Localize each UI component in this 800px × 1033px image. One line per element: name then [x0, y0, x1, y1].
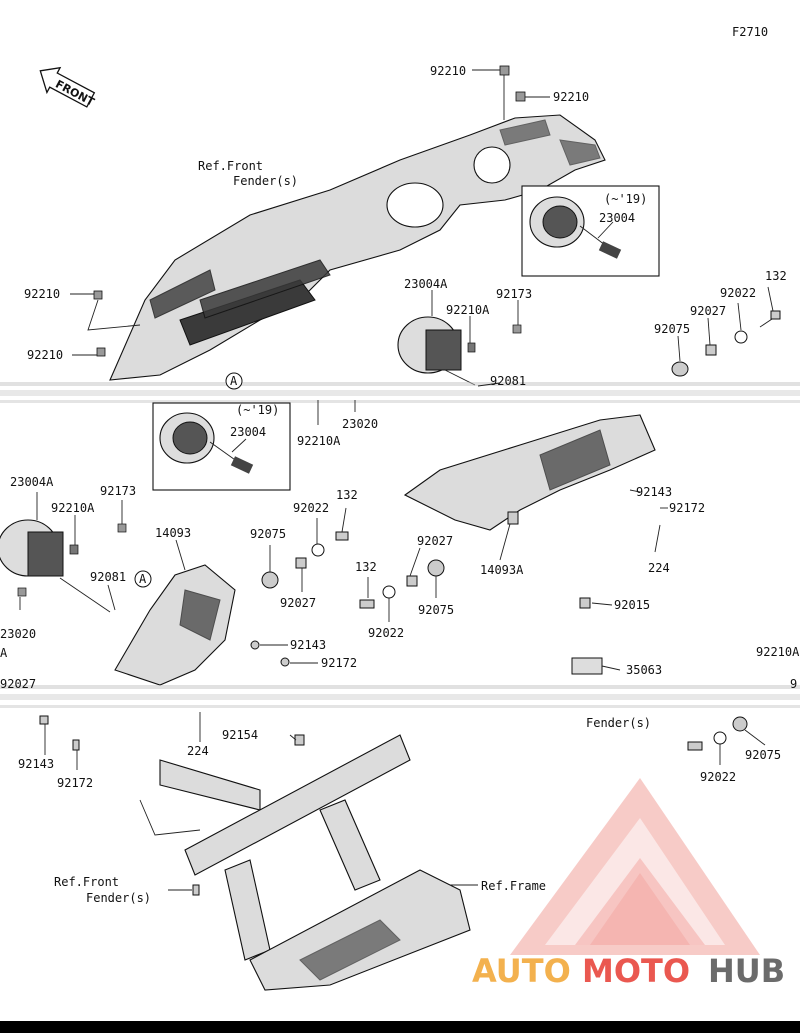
bracket-14093	[114, 564, 236, 686]
year-note-middle: (~'19)	[236, 403, 279, 417]
callout-A-left: A	[139, 572, 147, 586]
label-92022-mid: 92022	[293, 501, 329, 515]
label-92022-top: 92022	[720, 286, 756, 300]
figure-id: F2710	[732, 25, 768, 39]
label-92027-top: 92027	[690, 304, 726, 318]
watermark-auto: AUTO	[472, 952, 571, 990]
label-92154: 92154	[222, 728, 258, 742]
label-224-right: 224	[648, 561, 670, 575]
label-92081-top: 92081	[490, 374, 526, 388]
turn-signal-inset-top	[521, 185, 660, 277]
bottom-black-bar	[0, 1021, 800, 1033]
label-92172-left: 92172	[57, 776, 93, 790]
label-92210-d: 92210	[27, 348, 63, 362]
label-132-c: 132	[355, 560, 377, 574]
label-14093A: 14093A	[480, 563, 524, 577]
ref-front-fender-top-line2: Fender(s)	[233, 174, 298, 188]
watermark-moto: MOTO	[582, 952, 690, 990]
label-92172-mid: 92172	[321, 656, 357, 670]
turn-signal-lamp-left	[0, 519, 127, 613]
front-fender-assembly	[93, 65, 606, 381]
scan-noise-band-lower	[0, 685, 800, 708]
part-number-labels: 92210 92210 92210 92210 Ref.Front Fender…	[0, 64, 800, 905]
label-92143-mid: 92143	[290, 638, 326, 652]
label-92143-right: 92143	[636, 485, 672, 499]
label-92210-c: 92210	[24, 287, 60, 301]
label-23004-top: 23004	[599, 211, 635, 225]
callout-A-top: A	[230, 374, 238, 388]
label-14093: 14093	[155, 526, 191, 540]
label-92210-b: 92210	[553, 90, 589, 104]
scan-noise-band-upper	[0, 382, 800, 403]
label-23004A-left: 23004A	[10, 475, 54, 489]
ref-frame: Ref.Frame	[481, 879, 546, 893]
turn-signal-inset-middle	[152, 402, 291, 491]
label-92027-mid: 92027	[280, 596, 316, 610]
rear-bracket-assembly	[403, 414, 656, 675]
label-35063: 35063	[626, 663, 662, 677]
label-92022-right: 92022	[700, 770, 736, 784]
turn-signal-lamp-top	[397, 316, 522, 386]
label-92173-top: 92173	[496, 287, 532, 301]
ref-front-fender-top-line1: Ref.Front	[198, 159, 263, 173]
label-92173-left: 92173	[100, 484, 136, 498]
label-23004-mid: 23004	[230, 425, 266, 439]
label-92081-left: 92081	[90, 570, 126, 584]
label-92075-mid: 92075	[250, 527, 286, 541]
label-92143-left: 92143	[18, 757, 54, 771]
ref-front-fender-bottom-line1: Ref.Front	[54, 875, 119, 889]
label-92210-a: 92210	[430, 64, 466, 78]
front-arrow-icon: FRONT	[39, 66, 97, 109]
label-23004A-top: 23004A	[404, 277, 448, 291]
year-note-top: (~'19)	[604, 192, 647, 206]
hardware-stack-top	[671, 310, 781, 377]
label-23020-top: 23020	[342, 417, 378, 431]
label-92210A-top: 92210A	[446, 303, 490, 317]
ref-fender-right: Fender(s)	[586, 716, 651, 730]
label-92075-c: 92075	[418, 603, 454, 617]
label-92210A-left: 92210A	[51, 501, 95, 515]
label-224-mid: 224	[187, 744, 209, 758]
label-92210A-mid: 92210A	[297, 434, 341, 448]
watermark-logo	[510, 778, 760, 955]
frame-assembly	[39, 715, 748, 991]
watermark-hub: HUB	[708, 952, 785, 990]
label-92210A-right: 92210A	[756, 645, 800, 659]
label-92027-c: 92027	[417, 534, 453, 548]
callout-circles	[134, 372, 243, 588]
label-92172-right: 92172	[669, 501, 705, 515]
label-92075-right: 92075	[745, 748, 781, 762]
hardware-stack-middle	[250, 531, 445, 667]
label-92027-left: 92027	[0, 677, 36, 691]
label-partial-A: A	[0, 646, 8, 660]
label-132-mid: 132	[336, 488, 358, 502]
label-partial-9: 9	[790, 677, 797, 691]
leader-lines	[19, 69, 774, 891]
ref-front-fender-bottom-line2: Fender(s)	[86, 891, 151, 905]
label-23020-left: 23020	[0, 627, 36, 641]
label-92022-c: 92022	[368, 626, 404, 640]
label-92075-top: 92075	[654, 322, 690, 336]
watermark-text: AUTO MOTO HUB	[472, 952, 785, 990]
label-132-top: 132	[765, 269, 787, 283]
label-92015: 92015	[614, 598, 650, 612]
